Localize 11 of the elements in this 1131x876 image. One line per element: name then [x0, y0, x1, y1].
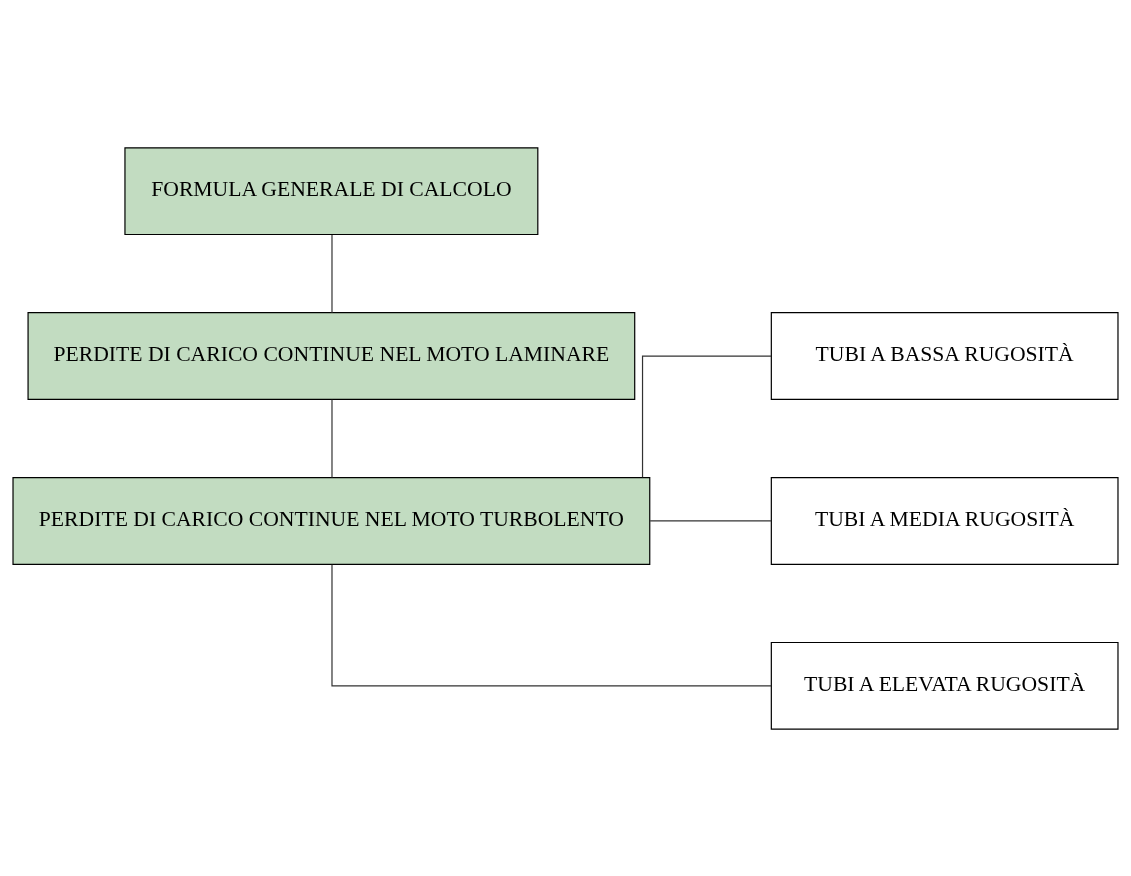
connector: [331, 563, 772, 686]
connector: [331, 233, 333, 313]
node-box: TUBI A ELEVATA RUGOSITÀ: [770, 641, 1119, 730]
node-box: PERDITE DI CARICO CONTINUE NEL MOTO LAMINARE: [27, 311, 636, 400]
connector: [649, 519, 772, 522]
connector: [641, 354, 772, 478]
node-box: PERDITE DI CARICO CONTINUE NEL MOTO TURBOLENTO: [12, 476, 651, 565]
node-box: TUBI A BASSA RUGOSITÀ: [770, 311, 1119, 400]
connector: [331, 398, 333, 478]
node-box: FORMULA GENERALE DI CALCOLO: [124, 146, 539, 235]
node-box: TUBI A MEDIA RUGOSITÀ: [770, 476, 1119, 565]
